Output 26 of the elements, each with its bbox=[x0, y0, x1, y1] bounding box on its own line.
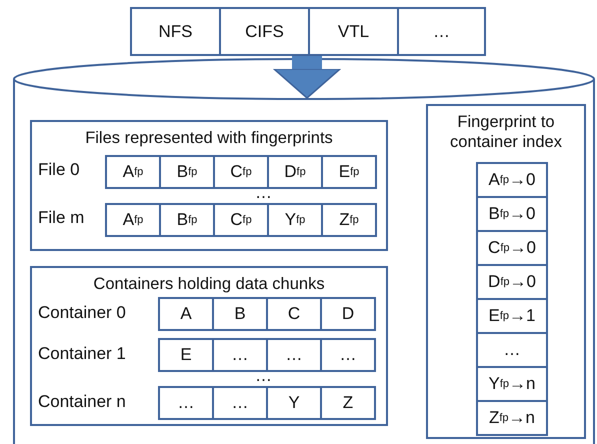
table-cell: … bbox=[212, 386, 268, 420]
table-cell: C bbox=[266, 297, 322, 331]
panel-title: Files represented with fingerprints bbox=[84, 128, 334, 148]
panel bbox=[426, 104, 586, 439]
table-cell: E bbox=[158, 338, 214, 372]
row-label: Container 1 bbox=[38, 344, 126, 364]
table-cell: … bbox=[158, 386, 214, 420]
panel-title: Fingerprint to container index bbox=[449, 112, 563, 152]
table-cell: … bbox=[476, 332, 548, 368]
row-label: Container 0 bbox=[38, 303, 126, 323]
table-cell: … bbox=[212, 338, 268, 372]
table-cell: Y bbox=[266, 386, 322, 420]
table-cell: Z bbox=[320, 386, 376, 420]
table-cell: D bbox=[320, 297, 376, 331]
panel-title: Containers holding data chunks bbox=[92, 274, 326, 294]
row-label: File m bbox=[38, 208, 84, 228]
row-label: Container n bbox=[38, 392, 126, 412]
row-label: File 0 bbox=[38, 160, 80, 180]
storage-cylinder bbox=[12, 57, 596, 444]
table-cell: … bbox=[266, 338, 322, 372]
table-cell: B bbox=[212, 297, 268, 331]
table-cell: … bbox=[320, 338, 376, 372]
arrow bbox=[273, 56, 341, 99]
panel bbox=[30, 120, 388, 251]
panel bbox=[30, 266, 388, 426]
table-cell: A bbox=[158, 297, 214, 331]
